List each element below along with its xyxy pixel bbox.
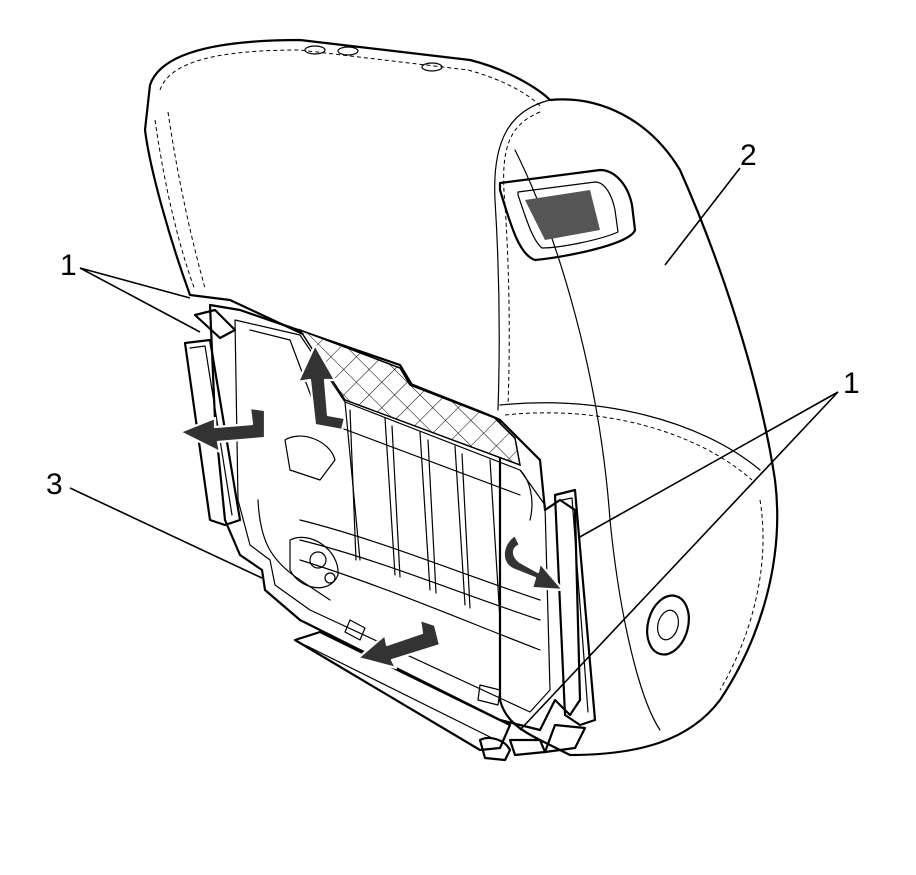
callout-label-1-left: 1 bbox=[60, 249, 77, 282]
left-retainer-strip bbox=[183, 308, 242, 527]
arrow-down-left-icon bbox=[356, 618, 442, 670]
bottom-retainer-strip bbox=[293, 619, 587, 762]
arrow-left-icon bbox=[178, 406, 267, 454]
callout-1-left-leaders bbox=[79, 267, 201, 333]
callout-label-2: 2 bbox=[740, 139, 757, 172]
right-retainer-strip bbox=[553, 488, 597, 727]
callout-label-3: 3 bbox=[46, 468, 63, 501]
side-grommet bbox=[646, 594, 690, 656]
callout-2-leader bbox=[664, 167, 741, 266]
arrow-right-curved-icon bbox=[502, 533, 565, 592]
callout-label-1-right: 1 bbox=[843, 367, 860, 400]
recliner-handle-bezel bbox=[498, 168, 637, 262]
arrow-up-icon bbox=[296, 343, 347, 432]
callout-3-leader bbox=[69, 487, 263, 579]
callout-1-right-leaders bbox=[519, 391, 839, 731]
seat-back-trim-cover bbox=[143, 38, 779, 757]
